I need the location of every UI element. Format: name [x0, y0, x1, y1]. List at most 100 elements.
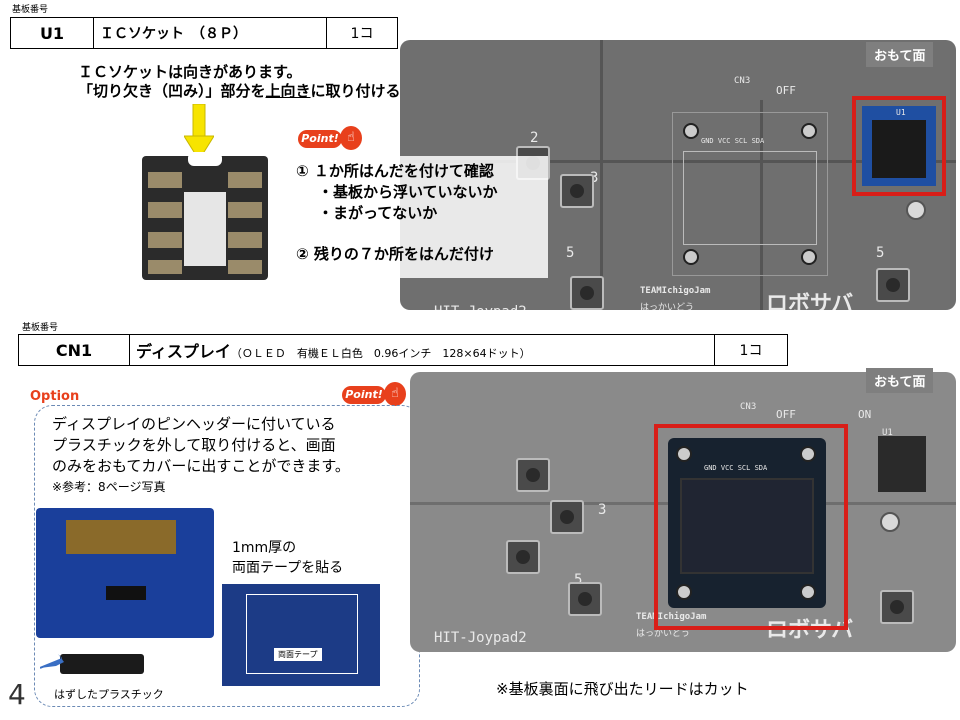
- option-note: ディスプレイのピンヘッダーに付いている プラスチックを外して取り付けると、画面 …: [52, 414, 350, 498]
- team-label: TEAMIchigoJam: [636, 612, 707, 622]
- u1-label: U1: [882, 428, 893, 438]
- btn-label: 5: [566, 245, 575, 261]
- off-label: OFF: [776, 408, 796, 421]
- mount-hole: [800, 584, 816, 600]
- part-name: ＩＣソケット （８Ｐ）: [93, 17, 327, 49]
- pin-header: [106, 586, 146, 600]
- mount-hole: [800, 446, 816, 462]
- mount-hole: [683, 123, 699, 139]
- note-line: プラスチックを外して取り付けると、画面: [52, 436, 336, 454]
- option-label: Option: [30, 389, 80, 404]
- hand-icon: ☝: [384, 382, 406, 406]
- point-text: Point!: [298, 130, 342, 148]
- button-pad: [880, 590, 914, 624]
- button-pad: [560, 174, 594, 208]
- btn-label: 2: [530, 130, 539, 146]
- screw-hole: [880, 512, 900, 532]
- btn-label: 3: [590, 170, 599, 186]
- team-label-2: はっかいどう: [636, 629, 691, 639]
- down-arrow-icon: [184, 104, 214, 161]
- mount-hole: [683, 249, 699, 265]
- btn-label: 3: [598, 502, 607, 518]
- button-pad: [550, 500, 584, 534]
- button-pad: [568, 582, 602, 616]
- part-qty: 1コ: [326, 17, 398, 49]
- instruction-text: に取り付ける。: [310, 82, 416, 100]
- button-pad: [516, 458, 550, 492]
- button-pad: [876, 268, 910, 302]
- oled-module: GND VCC SCL SDA: [668, 438, 826, 608]
- socket-body: [872, 120, 926, 178]
- front-side-tag: おもて面: [866, 42, 934, 67]
- removed-plastic-image: [60, 654, 144, 674]
- ic-socket: [878, 436, 926, 492]
- note-ref: ※参考：8ページ写真: [52, 480, 166, 494]
- button-pad: [570, 276, 604, 310]
- tape-line: 両面テープを貼る: [232, 560, 344, 576]
- arrow-icon: [40, 654, 64, 669]
- removed-plastic-label: はずしたプラスチック: [54, 688, 164, 701]
- note-line: のみをおもてカバーに出すことができます。: [52, 457, 350, 475]
- hand-icon: ☝: [340, 126, 362, 150]
- button-pad: [506, 540, 540, 574]
- instruction-emphasis: 上向き: [265, 82, 311, 100]
- point-text: Point!: [342, 386, 386, 404]
- u1-highlight: U1: [852, 96, 946, 196]
- pcb-photo-bottom: CN3 OFF ON U1 2 3 5 HIT-Joypad2 TEAMIchi…: [410, 372, 956, 652]
- on-label: ON: [858, 408, 872, 421]
- logo: ロボサバ: [766, 292, 854, 310]
- u1-label: U1: [896, 108, 906, 117]
- part-qty: 1コ: [714, 334, 788, 366]
- team-label: TEAMIchigoJam: [640, 286, 711, 296]
- point-item: ・基板から浮いていないか: [318, 183, 498, 201]
- point-item: ・まがってないか: [318, 204, 438, 222]
- pin-labels: GND VCC SCL SDA: [701, 137, 765, 145]
- screw-hole: [906, 200, 926, 220]
- part-name: ディスプレイ（ＯＬＥＤ 有機ＥＬ白色 0.96インチ 128×64ドット）: [129, 334, 715, 366]
- team-label-2: はっかいどう: [640, 303, 695, 310]
- mount-hole: [676, 584, 692, 600]
- tape-line: 1mm厚の: [232, 540, 297, 556]
- mount-hole: [801, 249, 817, 265]
- part-ref: U1: [10, 17, 94, 49]
- cn3-label: CN3: [734, 76, 751, 86]
- page-number: 4: [8, 678, 26, 711]
- instruction-text: 「切り欠き（凹み）」部分を: [78, 82, 266, 100]
- pin-labels: GND VCC SCL SDA: [704, 464, 768, 472]
- points-box: ① １か所はんだを付けて確認 ・基板から浮いていないか ・まがってないか ② 残…: [296, 156, 548, 278]
- point-item: ① １か所はんだを付けて確認: [296, 162, 494, 180]
- instruction-line-2: 「切り欠き（凹み）」部分を上向きに取り付ける。: [78, 80, 416, 101]
- parts-table-cn1: CN1 ディスプレイ（ＯＬＥＤ 有機ＥＬ白色 0.96インチ 128×64ドット…: [18, 334, 788, 366]
- board-number-label: 基板番号: [22, 323, 59, 333]
- point-badge: Point! ☝: [298, 126, 362, 152]
- point-badge: Point! ☝: [342, 382, 406, 408]
- board-name: HIT-Joypad2: [434, 304, 527, 310]
- oled-screen: [680, 478, 814, 574]
- mount-hole: [676, 446, 692, 462]
- oled-back-photo: [36, 508, 214, 638]
- off-label: OFF: [776, 84, 796, 97]
- front-side-tag: おもて面: [866, 368, 934, 393]
- cn3-label: CN3: [740, 402, 757, 412]
- part-main: ディスプレイ: [136, 342, 231, 361]
- oled-highlight: GND VCC SCL SDA: [654, 424, 848, 630]
- tape-instruction: 1mm厚の 両面テープを貼る: [232, 538, 343, 578]
- u1-socket: U1: [862, 106, 936, 186]
- mount-hole: [801, 123, 817, 139]
- parts-table-u1: U1 ＩＣソケット （８Ｐ） 1コ: [10, 17, 398, 49]
- btn-label: 5: [574, 572, 583, 588]
- flex-cable: [66, 520, 176, 554]
- board-number-label: 基板番号: [12, 5, 49, 15]
- board-name: HIT-Joypad2: [434, 630, 527, 646]
- note-line: ディスプレイのピンヘッダーに付いている: [52, 415, 336, 433]
- oled-outline: GND VCC SCL SDA: [672, 112, 828, 276]
- lead-cut-note: ※基板裏面に飛び出たリードはカット: [496, 680, 749, 698]
- part-ref: CN1: [18, 334, 130, 366]
- tape-photo: 両面テープ: [222, 584, 380, 686]
- tape-outline: [246, 594, 358, 674]
- part-detail: （ＯＬＥＤ 有機ＥＬ白色 0.96インチ 128×64ドット）: [230, 347, 531, 360]
- instruction-line-1: ＩＣソケットは向きがあります。: [78, 63, 302, 81]
- tape-tag: 両面テープ: [274, 648, 322, 661]
- logo: ロボサバ: [766, 618, 854, 643]
- ic-socket-image: [136, 152, 274, 284]
